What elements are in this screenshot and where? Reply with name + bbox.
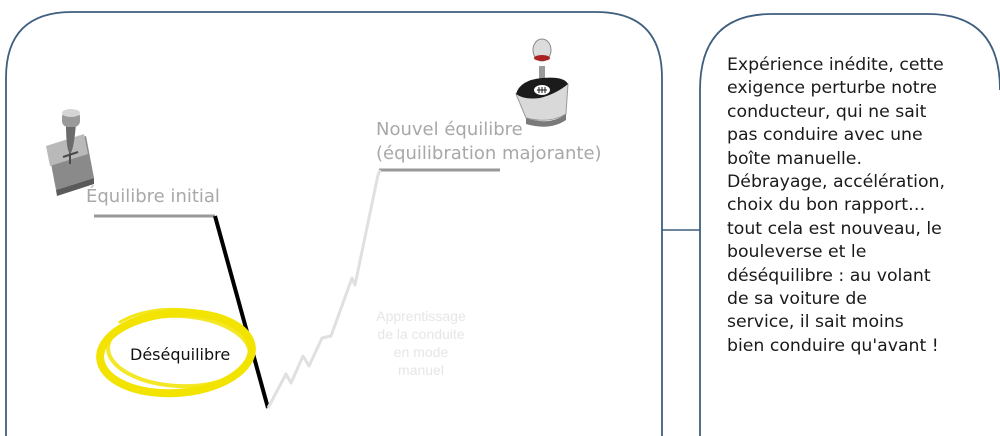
callout-line: exigence perturbe notre xyxy=(727,78,937,99)
new-equilibrium-line-2: (équilibration majorante) xyxy=(376,143,602,164)
gear-shift-knob-icon xyxy=(515,38,569,127)
callout-text: Expérience inédite, cette exigence pertu… xyxy=(727,54,989,358)
callout-line: choix du bon rapport… xyxy=(727,195,926,216)
recovery-line xyxy=(266,169,382,409)
callout-line: Expérience inédite, cette xyxy=(727,55,944,75)
gear-shifter-icon xyxy=(46,109,94,196)
new-equilibrium-line-1: Nouvel équilibre xyxy=(376,119,523,140)
callout-line: service, il sait moins xyxy=(727,312,904,333)
initial-equilibrium-label: Équilibre initial xyxy=(86,186,220,207)
disequilibrium-label: Déséquilibre xyxy=(130,345,231,364)
disequilibrium-drop-line xyxy=(213,215,270,409)
callout-line: conducteur, qui ne sait xyxy=(727,101,927,122)
learning-label: Apprentissage de la conduite en mode man… xyxy=(350,307,492,379)
learning-line-1: Apprentissage xyxy=(376,308,466,324)
callout-frame xyxy=(699,13,1000,436)
callout-line: Débrayage, accélération, xyxy=(727,172,945,193)
callout-line: déséquilibre : au volant xyxy=(727,265,931,286)
learning-line-2: de la conduite xyxy=(377,326,465,342)
callout-line: bien conduire qu'avant ! xyxy=(727,335,939,356)
learning-line-3: en mode xyxy=(393,344,449,360)
callout-line: tout cela est nouveau, le xyxy=(727,218,942,239)
callout-line: pas conduire avec une xyxy=(727,125,923,146)
disequilibrium-highlight-ring xyxy=(96,307,256,398)
callout-line: de sa voiture de xyxy=(727,289,867,310)
new-equilibrium-label: Nouvel équilibre (équilibration majorant… xyxy=(376,118,602,166)
learning-line-4: manuel xyxy=(398,362,444,378)
callout-line: bouleverse et le xyxy=(727,242,867,263)
diagram-frame xyxy=(5,11,663,436)
callout-line: boîte manuelle. xyxy=(727,148,862,169)
